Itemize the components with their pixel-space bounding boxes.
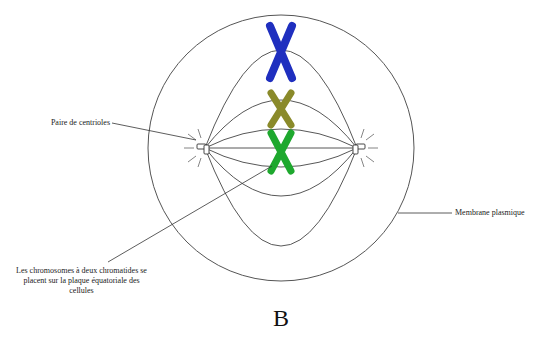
panel-letter: B [273, 306, 289, 330]
chromosomes [270, 26, 292, 171]
spindle-fiber [205, 148, 357, 246]
centriole-label: Paire de centrioles [40, 118, 110, 128]
chromosome-label: Les chromosomes à deux chromatides se pl… [14, 266, 149, 296]
spindle-fiber [205, 50, 357, 148]
spindle-fibers [205, 50, 357, 246]
centriole [353, 145, 358, 154]
chromosome-green [271, 133, 291, 171]
chromosome-olive [271, 93, 291, 125]
leader-line [398, 213, 452, 214]
leader-line [112, 123, 196, 140]
plasma-membrane [148, 15, 414, 281]
chromosome-blue [270, 26, 292, 78]
leader-line [108, 166, 272, 262]
centriole [204, 145, 209, 154]
leader-lines [108, 123, 452, 262]
membrane-label: Membrane plasmique [455, 208, 525, 218]
